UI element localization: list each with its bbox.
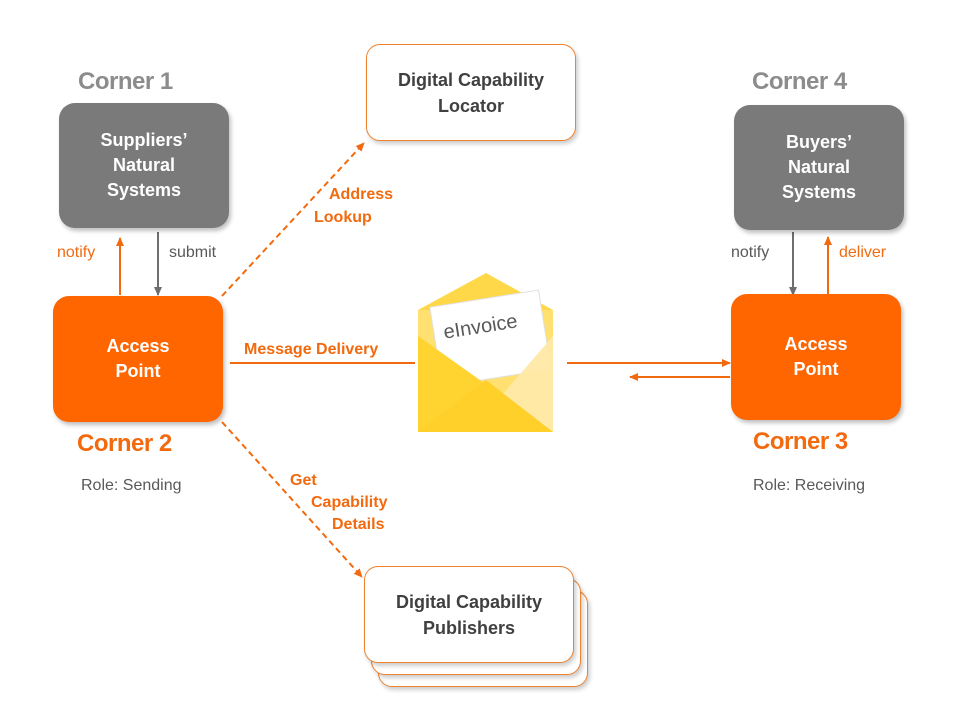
address-label: Address [329,186,394,203]
box-line: Access [106,336,170,356]
box-line: Digital Capability [395,591,543,612]
box-line: Natural [787,157,850,177]
digital-capability-locator-box[interactable]: Digital Capability Locator [366,44,576,141]
box-line: Point [793,359,839,379]
box-line: Natural [112,155,175,175]
box-line: Digital Capability [397,69,545,90]
corner-3-title: Corner 3 [753,428,848,455]
box-line: Access [784,334,848,354]
digital-capability-publishers-box[interactable]: Digital Capability Publishers [364,566,574,663]
box-line: Point [115,361,161,381]
box-line: Suppliers’ [100,130,188,150]
left-notify-label: notify [57,244,96,261]
left-submit-label: submit [169,244,217,261]
box-line: Publishers [422,617,516,638]
suppliers-natural-systems-box[interactable]: Suppliers’ Natural Systems [59,103,229,228]
box-line: Buyers’ [785,132,853,152]
envelope-icon [418,273,553,432]
access-point-receiving-box[interactable]: Access Point [731,294,901,420]
access-point-sending-box[interactable]: Access Point [53,296,223,422]
box-line: Systems [106,180,182,200]
capability-label: Capability [311,494,388,511]
details-label: Details [332,516,385,533]
role-sending: Role: Sending [81,477,182,494]
corner-1-title: Corner 1 [78,68,173,95]
right-notify-label: notify [731,244,770,261]
role-receiving: Role: Receiving [753,477,866,494]
message-delivery-label: Message Delivery [244,341,379,358]
corner-2-title: Corner 2 [77,430,172,457]
box-line: Locator [437,95,504,116]
box-line: Systems [781,182,857,202]
corner-4-title: Corner 4 [752,68,847,95]
buyers-natural-systems-box[interactable]: Buyers’ Natural Systems [734,105,904,230]
address-lookup-arrow [221,142,365,297]
get-capability-arrow [221,421,363,578]
right-deliver-label: deliver [839,244,887,261]
lookup-label: Lookup [314,209,372,226]
get-label: Get [290,472,317,489]
